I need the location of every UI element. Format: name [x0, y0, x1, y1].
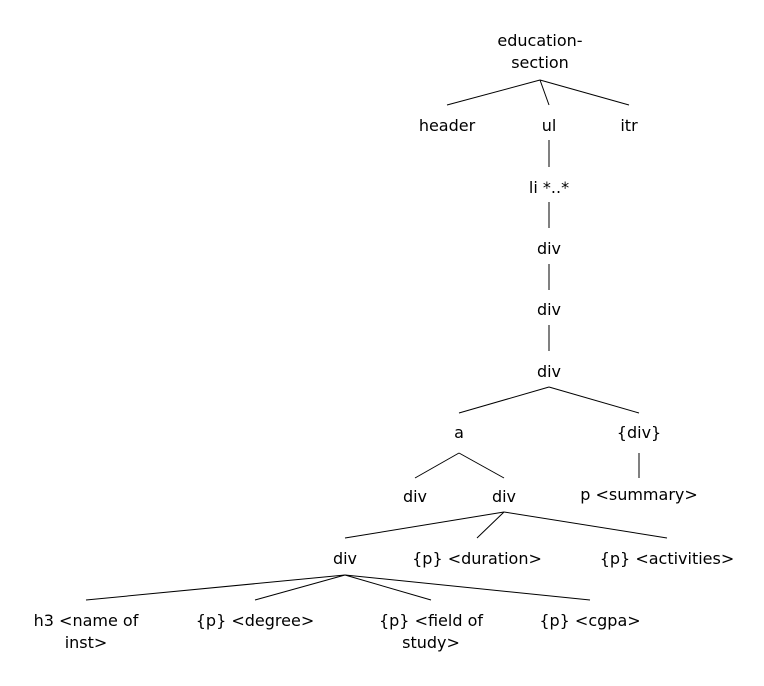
node-label-line: {p} <duration> — [412, 549, 542, 568]
edge-education-section-to-ul — [539, 79, 550, 106]
node-div-left: div — [403, 487, 427, 506]
node-p-cgpa: {p} <cgpa> — [539, 611, 640, 630]
edge-div3-to-div-optional — [548, 386, 640, 414]
node-label-line: p <summary> — [580, 485, 698, 504]
node-div-inner: div — [333, 549, 357, 568]
edge-div3-to-a — [458, 386, 550, 414]
node-div2: div — [537, 300, 561, 319]
node-label-line: {p} <cgpa> — [539, 611, 640, 630]
node-label-line: div — [492, 487, 516, 506]
edge-div-right-to-p-duration — [476, 511, 505, 539]
node-label-line: section — [511, 53, 569, 72]
node-label-line: div — [537, 362, 561, 381]
node-label-line: inst> — [65, 633, 108, 652]
node-div-optional: {div} — [617, 423, 661, 442]
node-label-line: ul — [542, 116, 557, 135]
node-label-line: {p} <activities> — [600, 549, 735, 568]
node-label-line: {p} <field of — [379, 611, 483, 630]
node-label-line: div — [403, 487, 427, 506]
edge-div-right-to-div-inner — [344, 511, 505, 539]
node-p-field: {p} <field of study> — [379, 611, 483, 652]
edge-div-inner-to-p-degree — [254, 574, 346, 601]
node-label-line: itr — [620, 116, 638, 135]
edge-div-inner-to-p-field — [344, 574, 432, 601]
node-div-right: div — [492, 487, 516, 506]
node-ul: ul — [542, 116, 557, 135]
node-p-activities: {p} <activities> — [600, 549, 735, 568]
node-label-line: study> — [402, 633, 460, 652]
edge-div-inner-to-h3-name — [85, 574, 346, 601]
edge-education-section-to-header — [446, 79, 541, 106]
node-label-line: {div} — [617, 423, 661, 442]
node-label-line: div — [537, 239, 561, 258]
node-h3-name: h3 <name of inst> — [34, 611, 139, 652]
edge-education-section-to-itr — [539, 79, 630, 106]
node-header: header — [419, 116, 476, 135]
node-label-line: div — [333, 549, 357, 568]
node-div1: div — [537, 239, 561, 258]
node-li: li *..* — [529, 178, 569, 197]
node-label-line: education- — [497, 31, 582, 50]
node-label-line: div — [537, 300, 561, 319]
node-div3: div — [537, 362, 561, 381]
node-p-duration: {p} <duration> — [412, 549, 542, 568]
node-p-degree: {p} <degree> — [196, 611, 314, 630]
edge-a-to-div-right — [458, 452, 505, 479]
node-itr: itr — [620, 116, 638, 135]
edge-div-inner-to-p-cgpa — [344, 574, 591, 601]
node-label-line: li *..* — [529, 178, 569, 197]
tree-edges — [85, 79, 668, 601]
node-label-line: header — [419, 116, 476, 135]
node-education-section: education-section — [497, 31, 582, 72]
edge-a-to-div-left — [414, 452, 460, 479]
tree-labels: education-section header ul itr li *..* div di… — [34, 31, 735, 652]
node-a: a — [454, 423, 464, 442]
edge-div-right-to-p-activities — [503, 511, 668, 539]
node-label-line: {p} <degree> — [196, 611, 314, 630]
node-p-summary: p <summary> — [580, 485, 698, 504]
node-label-line: h3 <name of — [34, 611, 139, 630]
node-label-line: a — [454, 423, 464, 442]
